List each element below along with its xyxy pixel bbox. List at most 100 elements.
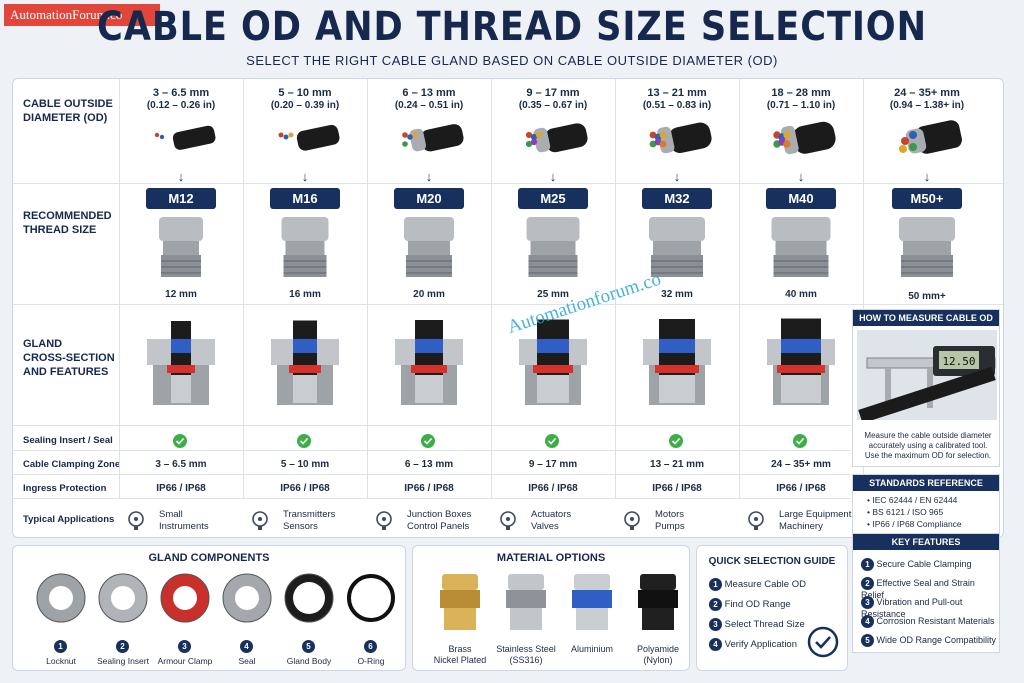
od-range: 6 – 13 mm xyxy=(402,87,456,99)
od-range-inch: (0.35 – 0.67 in) xyxy=(518,100,588,111)
component-number: 5 xyxy=(302,640,315,653)
how-to-measure-panel: HOW TO MEASURE CABLE OD 12.50 Measure th… xyxy=(852,309,1000,467)
component-label: Locknut xyxy=(46,656,76,666)
arrow-down-icon: ↓ xyxy=(923,169,931,184)
selection-table: CABLE OUTSIDE DIAMETER (OD) RECOMMENDED … xyxy=(12,78,1005,539)
od-range-inch: (0.24 – 0.51 in) xyxy=(394,100,464,111)
gland-icon xyxy=(159,217,203,277)
od-range-inch: (0.20 – 0.39 in) xyxy=(270,100,340,111)
material-gland-icon xyxy=(440,574,480,630)
junction-box-icon xyxy=(376,511,392,530)
component-locknut: 1 Locknut xyxy=(31,568,91,668)
gland-cross-section-icon xyxy=(519,319,587,405)
check-icon xyxy=(669,434,683,448)
check-circle-icon xyxy=(807,626,839,658)
thread-mm: 20 mm xyxy=(413,289,445,300)
quick-step: 4 Verify Application xyxy=(709,638,797,651)
thread-mm: 25 mm xyxy=(537,289,569,300)
component-armour-clamp: 3 Armour Clamp xyxy=(155,568,215,668)
quick-guide-panel: QUICK SELECTION GUIDE 1 Measure Cable OD… xyxy=(696,545,848,671)
transmitter-icon xyxy=(252,511,268,530)
component-icon xyxy=(347,574,395,622)
cable-icon xyxy=(154,125,216,150)
od-range-inch: (0.71 – 1.10 in) xyxy=(766,100,836,111)
thread-badge: M20 xyxy=(394,188,464,209)
arrow-down-icon: ↓ xyxy=(797,169,805,184)
od-range-inch: (0.12 – 0.26 in) xyxy=(146,100,216,111)
od-range-inch: (0.51 – 0.83 in) xyxy=(642,100,712,111)
feature-item: 3 Vibration and Pull-out Resistance xyxy=(861,596,963,619)
material-gland-icon xyxy=(638,574,678,630)
materials-title: MATERIAL OPTIONS xyxy=(496,552,606,564)
standard-item: • IP66 / IP68 Compliance xyxy=(867,519,962,529)
component-label: Seal xyxy=(238,656,256,666)
ip-rating: IP66 / IP68 xyxy=(776,483,826,494)
ip-rating: IP66 / IP68 xyxy=(652,483,702,494)
od-range: 18 – 28 mm xyxy=(771,87,831,99)
clamp-range: 6 – 13 mm xyxy=(404,459,454,470)
components-panel: GLAND COMPONENTS 1 Locknut 2 Sealing Ins… xyxy=(12,545,406,671)
machinery-icon xyxy=(748,511,764,530)
column-m12: 3 – 6.5 mm (0.12 – 0.26 in) ↓ M12 12 mm xyxy=(119,79,243,539)
row-label-thread: RECOMMENDED THREAD SIZE xyxy=(23,210,112,236)
component-number: 4 xyxy=(240,640,253,653)
cable-icon xyxy=(899,120,962,154)
motor-icon xyxy=(624,511,640,530)
how-to-text: Measure the cable outside diameter accur… xyxy=(864,431,992,460)
gland-cross-section-icon xyxy=(643,319,711,405)
quick-step: 3 Select Thread Size xyxy=(709,618,805,631)
column-m25: 9 – 17 mm (0.35 – 0.67 in) ↓ M25 25 mm xyxy=(491,79,615,539)
material-name: Brass xyxy=(448,644,472,654)
material-option: Stainless Steel(SS316) xyxy=(491,568,561,668)
thread-badge: M16 xyxy=(270,188,340,209)
thread-mm: 50 mm+ xyxy=(908,291,946,302)
component-o-ring: 6 O-Ring xyxy=(341,568,401,668)
material-detail: (Nylon) xyxy=(643,655,673,665)
material-name: Polyamide xyxy=(636,644,680,654)
column-m40: 18 – 28 mm (0.71 – 1.10 in) ↓ M40 40 mm xyxy=(739,79,863,539)
od-range-inch: (0.94 – 1.38+ in) xyxy=(889,100,965,111)
feature-item: 4 Corrosion Resistant Materials xyxy=(861,615,995,628)
standards-title: STANDARDS REFERENCE xyxy=(853,475,999,491)
cable-icon xyxy=(649,122,712,154)
thread-badge: M50+ xyxy=(892,188,962,209)
gland-cross-section-icon xyxy=(271,320,339,405)
gland-icon xyxy=(281,217,329,277)
page-title: CABLE OD AND THREAD SIZE SELECTION xyxy=(97,4,927,50)
feature-item: 2 Effective Seal and Strain Relief xyxy=(861,577,975,600)
check-icon xyxy=(421,434,435,448)
check-icon xyxy=(297,434,311,448)
cable-icon xyxy=(773,121,836,155)
row-label-cross: GLAND CROSS-SECTION AND FEATURES xyxy=(23,338,115,378)
arrow-down-icon: ↓ xyxy=(673,169,681,184)
standards-panel: STANDARDS REFERENCE • IEC 62444 / EN 624… xyxy=(852,474,1000,534)
gland-cross-section-icon xyxy=(767,318,835,405)
thread-badge: M40 xyxy=(766,188,836,209)
clamp-range: 5 – 10 mm xyxy=(280,459,330,470)
component-icon xyxy=(36,573,86,623)
row-label-ip: Ingress Protection xyxy=(23,483,107,494)
arrow-down-icon: ↓ xyxy=(177,169,185,184)
component-label: Armour Clamp xyxy=(157,656,213,666)
clamp-range: 24 – 35+ mm xyxy=(771,459,831,470)
thread-mm: 32 mm xyxy=(661,289,693,300)
ip-rating: IP66 / IP68 xyxy=(404,483,454,494)
clamp-range: 9 – 17 mm xyxy=(528,459,578,470)
od-range: 9 – 17 mm xyxy=(526,87,580,99)
material-detail: Nickel Plated xyxy=(433,655,487,665)
material-option: Polyamide(Nylon) xyxy=(623,568,693,668)
feature-item: 5 Wide OD Range Compatibility xyxy=(861,634,996,647)
check-icon xyxy=(545,434,559,448)
gland-cross-section-icon xyxy=(147,321,215,405)
od-range: 5 – 10 mm xyxy=(278,87,332,99)
component-number: 2 xyxy=(116,640,129,653)
component-gland-body: 5 Gland Body xyxy=(279,568,339,668)
watermark-logo: AutomationForum.co xyxy=(4,4,160,26)
row-label-od: CABLE OUTSIDE DIAMETER (OD) xyxy=(23,98,113,124)
row-label-seal: Sealing Insert / Seal xyxy=(23,435,113,446)
gland-icon xyxy=(771,217,831,277)
